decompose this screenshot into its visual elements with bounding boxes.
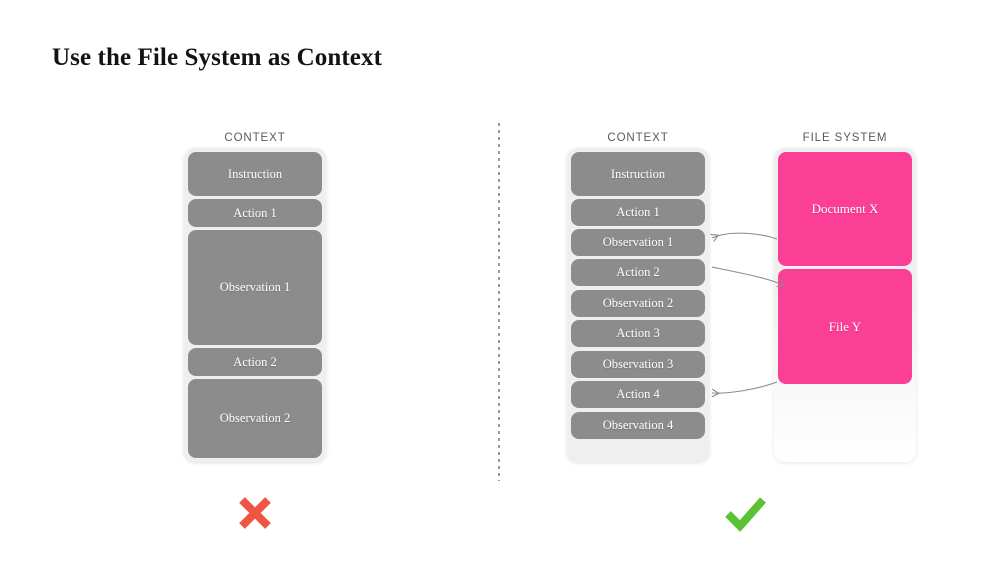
connector-document-x-to-observation-1 bbox=[710, 232, 778, 242]
block-observation-1: Observation 1 bbox=[571, 229, 705, 256]
block-action-1: Action 1 bbox=[571, 199, 705, 226]
block-document-x: Document X bbox=[778, 152, 912, 266]
column-header-context-left: CONTEXT bbox=[224, 132, 286, 144]
connector-action-2-to-file-y bbox=[711, 266, 786, 288]
block-action-4: Action 4 bbox=[571, 381, 705, 408]
block-action-2: Action 2 bbox=[188, 348, 322, 376]
block-observation-4: Observation 4 bbox=[571, 412, 705, 439]
context-container-left: Instruction Action 1 Observation 1 Actio… bbox=[184, 148, 326, 462]
block-observation-1: Observation 1 bbox=[188, 230, 322, 345]
page-title: Use the File System as Context bbox=[52, 44, 383, 71]
column-header-file-system: FILE SYSTEM bbox=[802, 132, 888, 144]
file-system-container: Document X File Y bbox=[774, 148, 916, 462]
block-instruction: Instruction bbox=[571, 152, 705, 196]
cross-icon bbox=[239, 497, 271, 529]
block-file-y: File Y bbox=[778, 269, 912, 384]
block-observation-3: Observation 3 bbox=[571, 351, 705, 378]
block-instruction: Instruction bbox=[188, 152, 322, 196]
check-icon bbox=[725, 497, 766, 532]
block-observation-2: Observation 2 bbox=[188, 379, 322, 458]
block-action-1: Action 1 bbox=[188, 199, 322, 227]
connector-file-y-to-action-4 bbox=[711, 381, 778, 398]
context-container-right: Instruction Action 1 Observation 1 Actio… bbox=[567, 148, 709, 462]
block-observation-2: Observation 2 bbox=[571, 290, 705, 317]
block-action-3: Action 3 bbox=[571, 320, 705, 347]
block-action-2: Action 2 bbox=[571, 259, 705, 286]
vertical-dotted-divider bbox=[498, 123, 500, 481]
column-header-context-right: CONTEXT bbox=[607, 132, 669, 144]
